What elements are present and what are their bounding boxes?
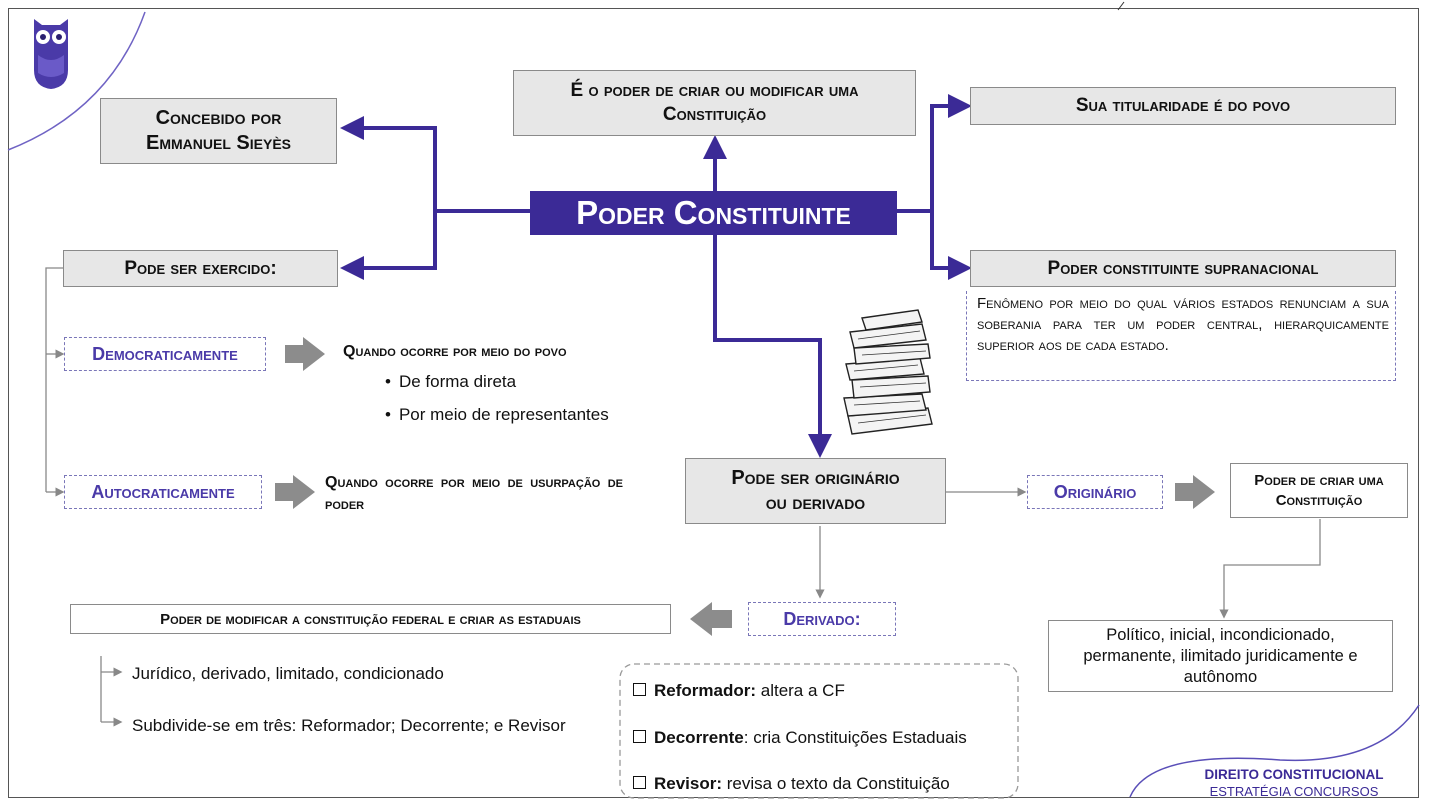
derivado-tree-item: Subdivide-se em três: Reformador; Decorr… <box>132 716 566 735</box>
derivado-type-item: Reformador: altera a CF <box>633 681 845 701</box>
bullet-item: Por meio de representantes <box>385 405 609 425</box>
type-desc: : cria Constituições Estaduais <box>743 728 967 747</box>
supranacional-title: Poder constituinte supranacional <box>1047 257 1319 279</box>
derivado-type-item: Decorrente: cria Constituições Estaduais <box>633 728 967 748</box>
titularidade-box: Sua titularidade é do povo <box>970 87 1396 125</box>
footer-brand: DIREITO CONSTITUCIONAL ESTRATÉGIA CONCUR… <box>1180 767 1408 799</box>
supranacional-description: Fenômeno por meio do qual vários estados… <box>977 295 1389 354</box>
titularidade-text: Sua titularidade é do povo <box>1075 95 1291 117</box>
bullet-item: De forma direta <box>385 372 516 392</box>
type-name: Decorrente <box>654 728 744 747</box>
type-desc: revisa o texto da Constituição <box>722 774 950 793</box>
originario-result-box: Poder de criar uma Constituição <box>1230 463 1408 518</box>
originario-label: Originário <box>1053 481 1137 502</box>
supranacional-description-box: Fenômeno por meio do qual vários estados… <box>966 291 1396 381</box>
type-desc: altera a CF <box>756 681 845 700</box>
derivado-result: Poder de modificar a constituição federa… <box>160 610 581 628</box>
originario-traits-box: Político, inicial, incondicionado, perma… <box>1048 620 1393 692</box>
derivado-result-box: Poder de modificar a constituição federa… <box>70 604 671 634</box>
owl-logo-icon <box>30 15 72 90</box>
derivado-type-item: Revisor: revisa o texto da Constituição <box>633 774 950 794</box>
originario-derivado-box: Pode ser originário ou derivado <box>685 458 946 524</box>
originario-traits: Político, inicial, incondicionado, perma… <box>1083 625 1358 686</box>
type-name: Reformador: <box>654 681 757 700</box>
footer-company: ESTRATÉGIA CONCURSOS <box>1209 784 1379 799</box>
democraticamente-label: Democraticamente <box>92 343 238 364</box>
originario-label-box: Originário <box>1027 475 1163 509</box>
definition-box: É o poder de criar ou modificar uma Cons… <box>513 70 916 136</box>
main-title: Poder Constituinte <box>576 194 851 231</box>
originario-derivado-line1: Pode ser originário <box>731 467 900 489</box>
concebido-line2: Emmanuel Sieyès <box>145 132 292 154</box>
democraticamente-desc: Quando ocorre por meio do povo <box>343 343 567 360</box>
originario-derivado-line2: ou derivado <box>765 492 866 514</box>
books-icon <box>838 308 940 440</box>
checkbox-icon <box>633 683 646 696</box>
footer-subject: DIREITO CONSTITUCIONAL <box>1204 767 1384 782</box>
definition-text: É o poder de criar ou modificar uma Cons… <box>570 80 859 125</box>
originario-result: Poder de criar uma Constituição <box>1254 471 1384 509</box>
derivado-label-box: Derivado: <box>748 602 896 636</box>
exercido-title: Pode ser exercido: <box>124 257 277 279</box>
type-name: Revisor: <box>654 774 723 793</box>
concebido-line1: Concebido por <box>155 107 282 129</box>
exercido-box: Pode ser exercido: <box>63 250 338 287</box>
main-title-box: Poder Constituinte <box>530 191 897 235</box>
supranacional-box: Poder constituinte supranacional <box>970 250 1396 287</box>
derivado-tree-item: Jurídico, derivado, limitado, condiciona… <box>132 664 444 683</box>
autocraticamente-label-box: Autocraticamente <box>64 475 262 509</box>
checkbox-icon <box>633 730 646 743</box>
checkbox-icon <box>633 776 646 789</box>
autocraticamente-label: Autocraticamente <box>91 481 235 502</box>
derivado-label: Derivado: <box>783 608 861 629</box>
autocraticamente-desc: Quando ocorre por meio de usurpação de p… <box>325 474 623 513</box>
concebido-box: Concebido por Emmanuel Sieyès <box>100 98 337 164</box>
democraticamente-label-box: Democraticamente <box>64 337 266 371</box>
